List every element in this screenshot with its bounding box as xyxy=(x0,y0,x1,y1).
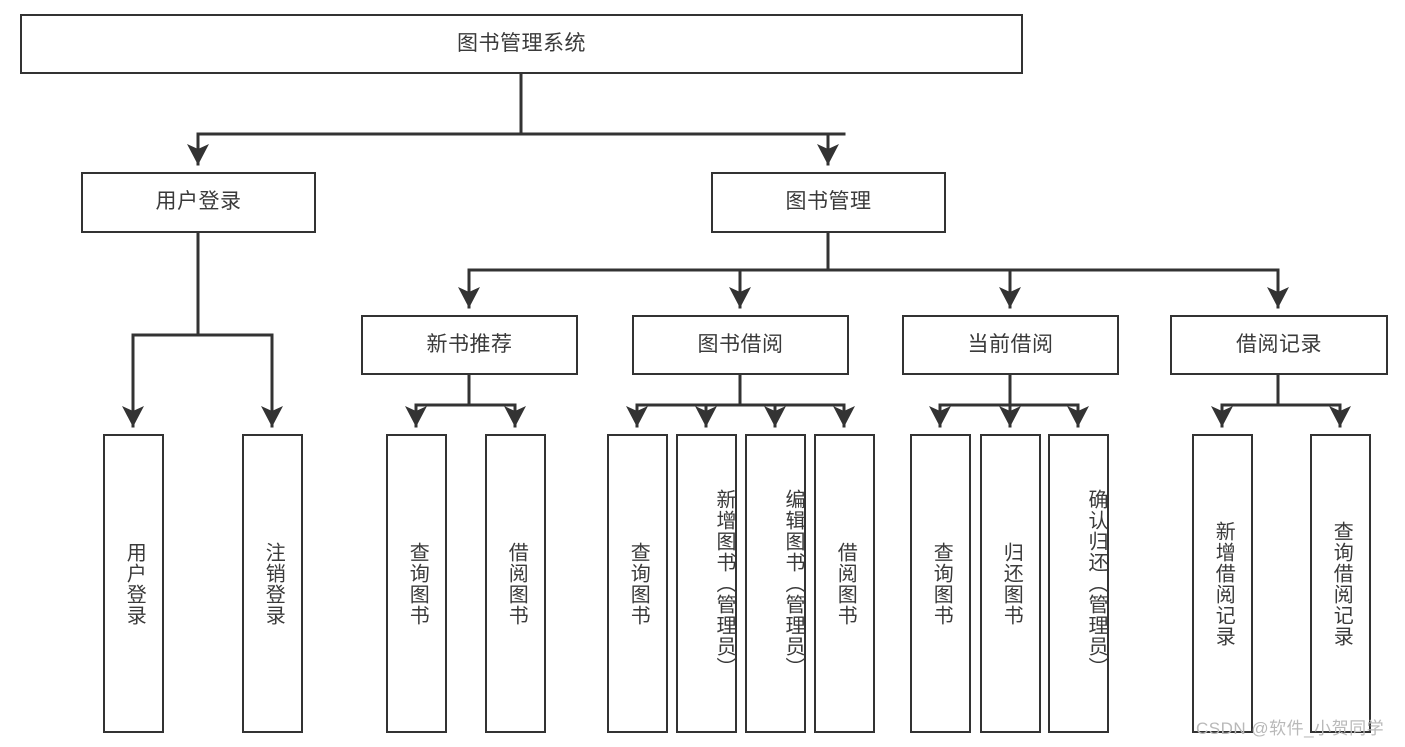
leaf-book-borrow-query[interactable]: 查询图书 xyxy=(607,434,668,733)
leaf-records-query[interactable]: 查询借阅记录 xyxy=(1310,434,1371,733)
leaf-current-borrow-query[interactable]: 查询图书 xyxy=(910,434,971,733)
leaf-book-borrow-add[interactable]: 新增图书（管理员） xyxy=(676,434,737,733)
leaf-user-login-signout[interactable]: 注销登录 xyxy=(242,434,303,733)
leaf-new-book-borrow[interactable]: 借阅图书 xyxy=(485,434,546,733)
leaf-records-add[interactable]: 新增借阅记录 xyxy=(1192,434,1253,733)
node-book-borrow[interactable]: 图书借阅 xyxy=(632,315,849,375)
current-borrow-to-leaf-edges xyxy=(929,373,1089,428)
node-new-book-recommend[interactable]: 新书推荐 xyxy=(361,315,578,375)
leaf-new-book-query[interactable]: 查询图书 xyxy=(386,434,447,733)
csdn-watermark: CSDN @软件_小贺同学 xyxy=(1196,719,1385,738)
borrow-records-to-leaf-edges xyxy=(1211,373,1351,428)
node-book-management[interactable]: 图书管理 xyxy=(711,172,946,233)
node-current-borrow[interactable]: 当前借阅 xyxy=(902,315,1119,375)
node-borrow-records[interactable]: 借阅记录 xyxy=(1170,315,1388,375)
book-manage-to-level3-edges xyxy=(458,231,1289,309)
root-to-level2-edges xyxy=(187,73,846,166)
leaf-current-borrow-return[interactable]: 归还图书 xyxy=(980,434,1041,733)
node-root-system[interactable]: 图书管理系统 xyxy=(20,14,1023,74)
user-login-to-leaf-edges xyxy=(122,231,283,428)
leaf-user-login-signin[interactable]: 用户登录 xyxy=(103,434,164,733)
leaf-book-borrow-lend[interactable]: 借阅图书 xyxy=(814,434,875,733)
leaf-current-borrow-confirm-return[interactable]: 确认归还（管理员） xyxy=(1048,434,1109,733)
new-book-to-leaf-edges xyxy=(405,373,526,428)
leaf-book-borrow-edit[interactable]: 编辑图书（管理员） xyxy=(745,434,806,733)
book-borrow-to-leaf-edges xyxy=(626,373,855,428)
node-user-login[interactable]: 用户登录 xyxy=(81,172,316,233)
